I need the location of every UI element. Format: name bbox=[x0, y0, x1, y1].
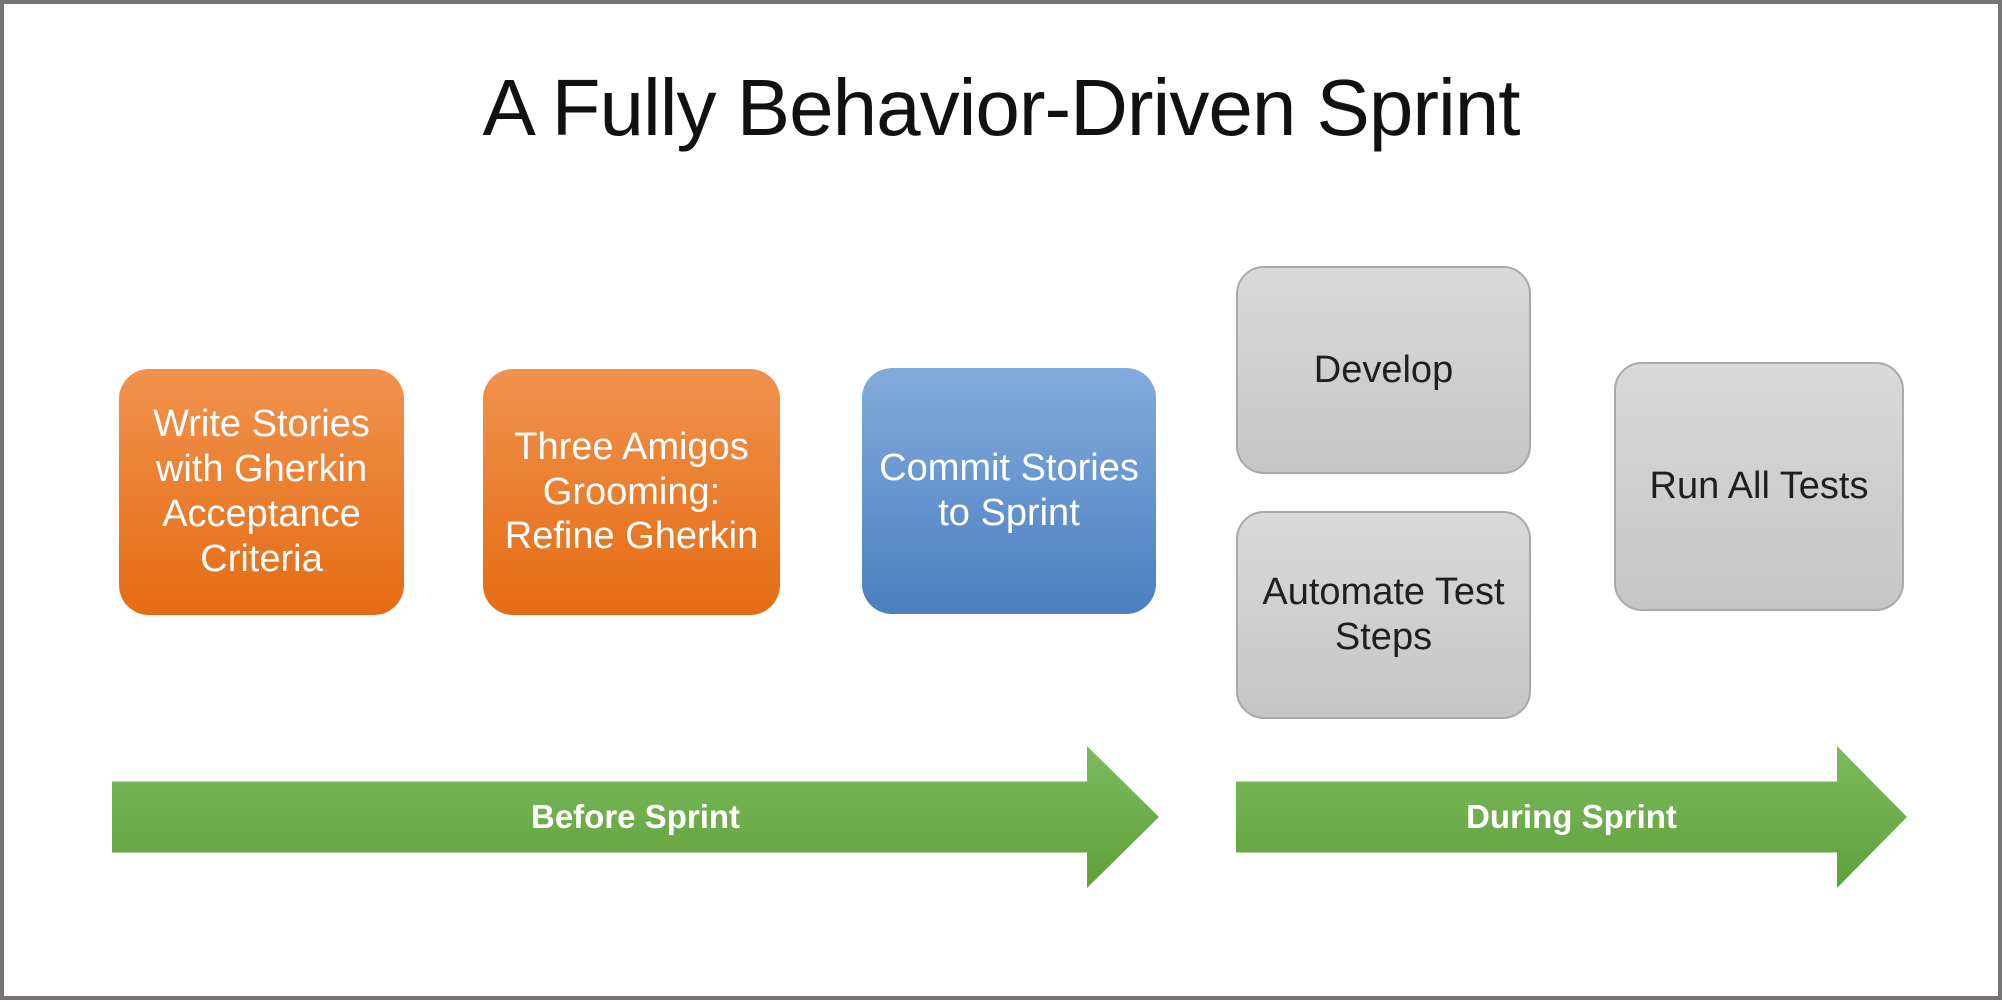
process-box-label: Run All Tests bbox=[1649, 465, 1869, 508]
process-box-label: Three Amigos Grooming: Refine Gherkin bbox=[504, 425, 759, 558]
process-box-label: Develop bbox=[1313, 348, 1454, 391]
right-arrow-shape bbox=[1236, 746, 1907, 888]
process-box-label: Write Stories with Gherkin Acceptance Cr… bbox=[153, 403, 370, 580]
before-sprint-arrow: Before Sprint bbox=[112, 746, 1159, 888]
process-box-label: Commit Stories to Sprint bbox=[879, 447, 1139, 534]
right-arrow-shape bbox=[112, 746, 1159, 888]
process-box-develop: Develop bbox=[1236, 266, 1531, 474]
process-box-write-stories: Write Stories with Gherkin Acceptance Cr… bbox=[119, 369, 404, 615]
page-title: A Fully Behavior-Driven Sprint bbox=[482, 63, 1520, 152]
process-box-automate-test-steps: Automate Test Steps bbox=[1236, 511, 1531, 719]
process-box-label: Automate Test Steps bbox=[1262, 571, 1505, 658]
process-box-three-amigos: Three Amigos Grooming: Refine Gherkin bbox=[483, 369, 780, 615]
process-box-run-all-tests: Run All Tests bbox=[1614, 362, 1904, 611]
before-sprint-arrow-label: Before Sprint bbox=[530, 798, 741, 835]
during-sprint-arrow-label: During Sprint bbox=[1466, 798, 1677, 835]
process-box-commit-stories: Commit Stories to Sprint bbox=[862, 368, 1156, 614]
during-sprint-arrow: During Sprint bbox=[1236, 746, 1907, 888]
